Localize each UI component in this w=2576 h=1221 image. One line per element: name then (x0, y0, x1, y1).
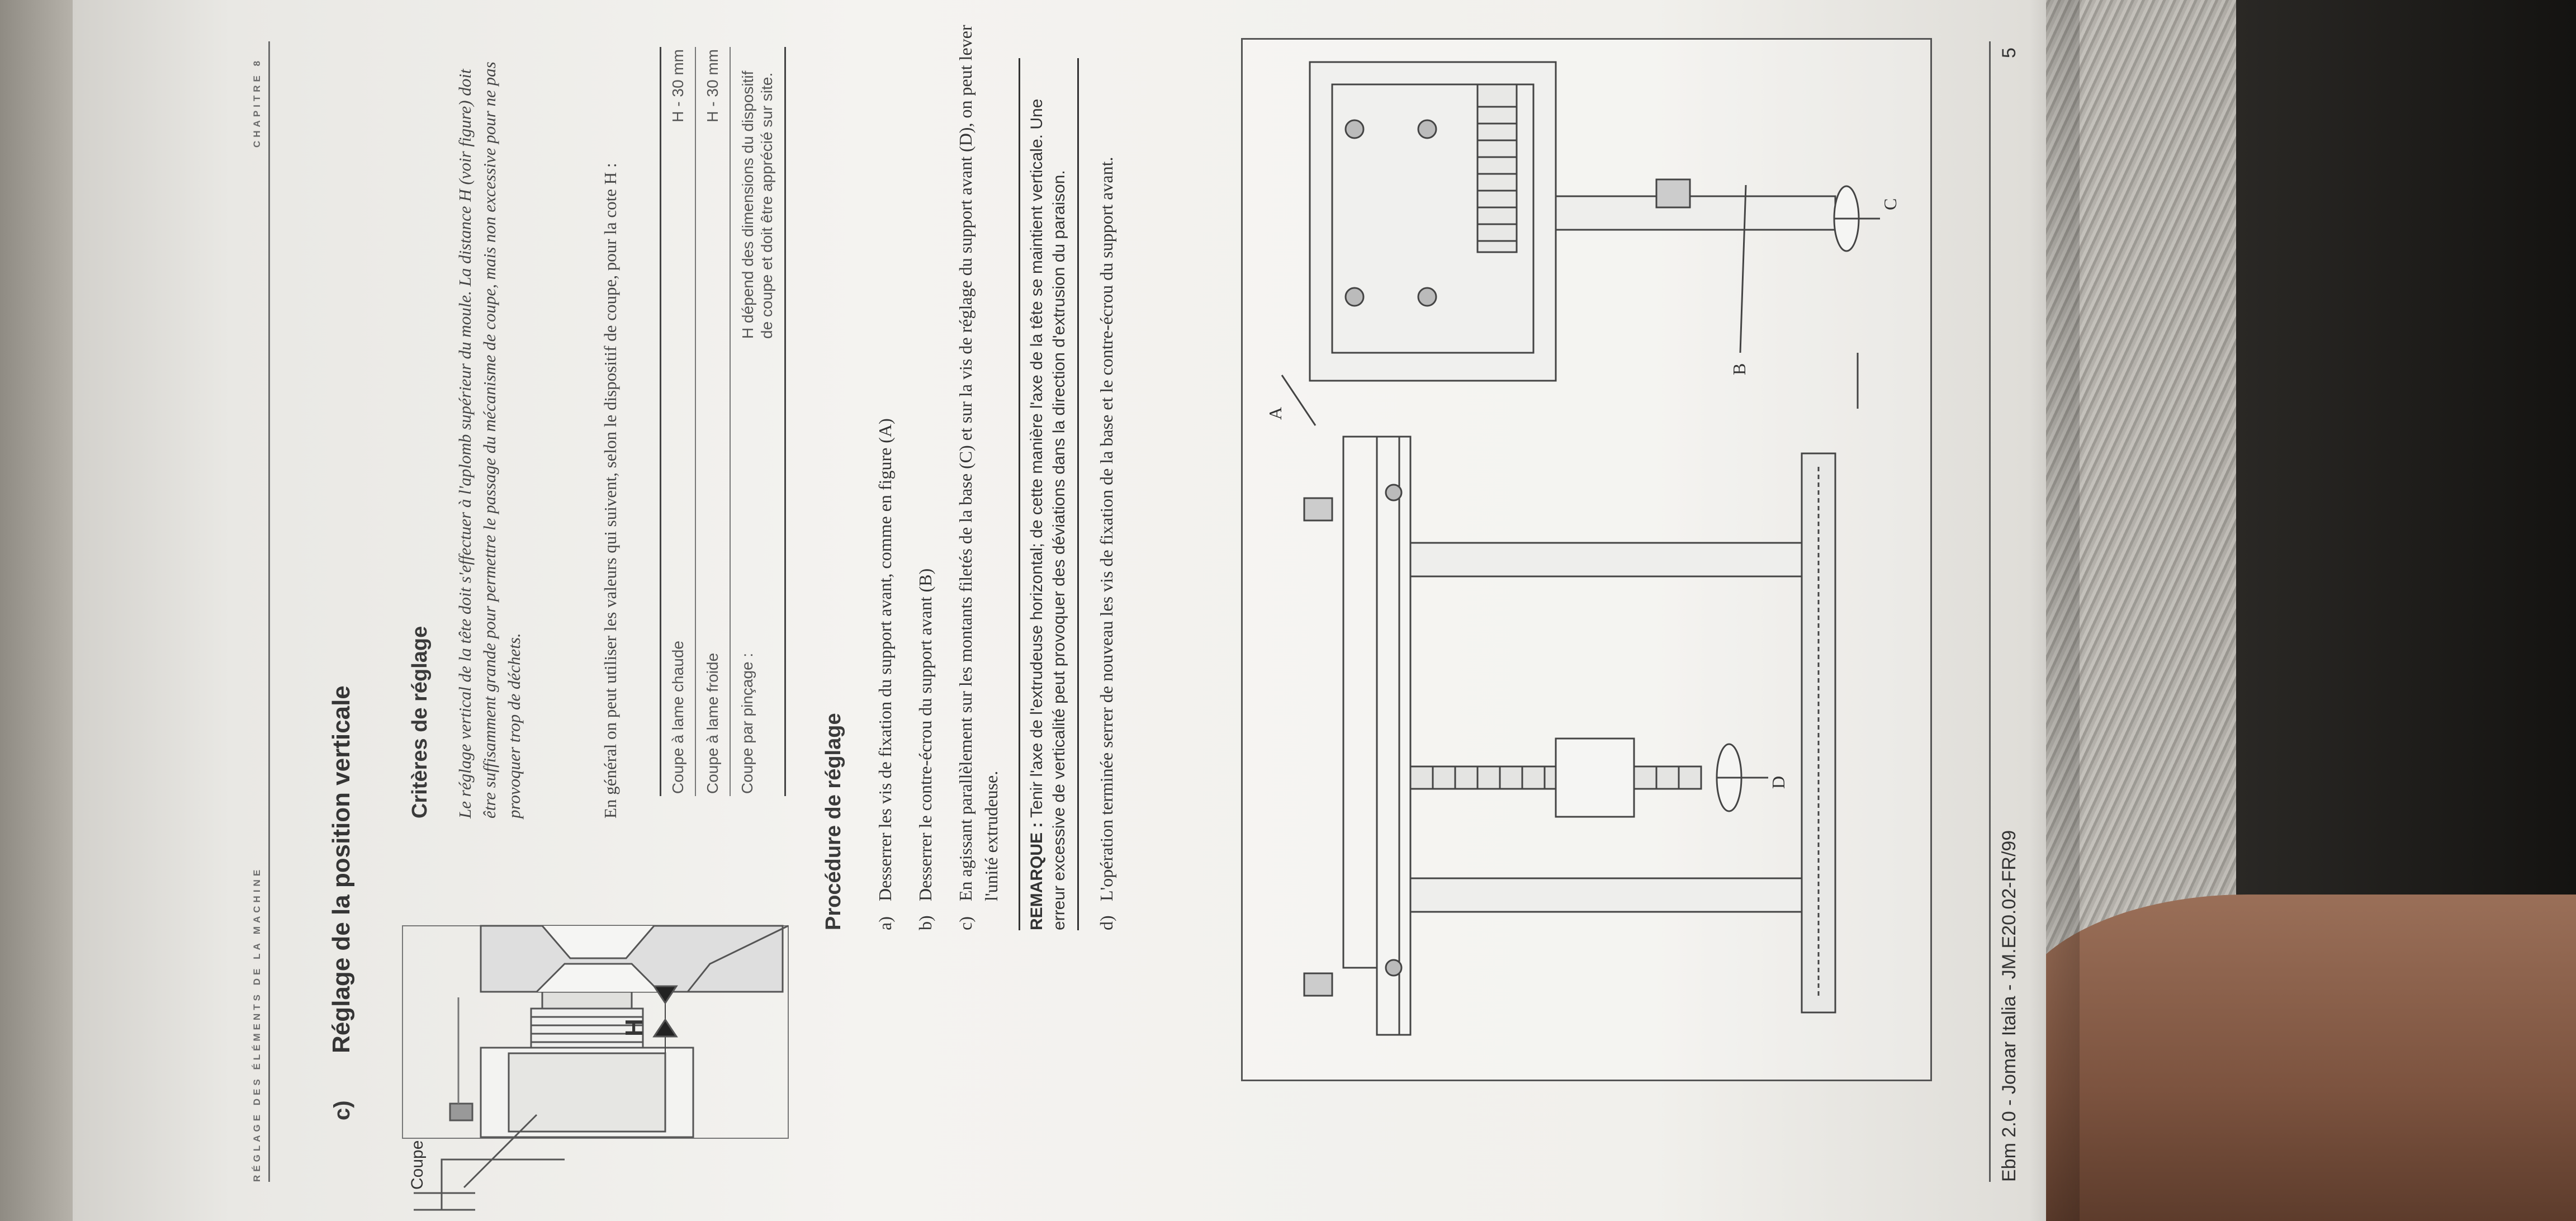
background-left (0, 0, 78, 1221)
procedure-step: d) L'opération terminée serrer de nouvea… (1096, 157, 1116, 930)
procedure-steps: a) Desserrer les vis de fixation du supp… (872, 25, 1134, 930)
criteria-table: Coupe à lame chaude H - 30 mm Coupe à la… (660, 47, 786, 796)
background-arm (2012, 895, 2576, 1221)
footer-rule (1989, 41, 1991, 1182)
rotated-sheet: RÉGLAGE DES ÉLÉMENTS DE LA MACHINE CHAPI… (196, 0, 2068, 1221)
background-dark-area (2236, 0, 2576, 995)
procedure-step: c) En agissant parallèlement sur les mon… (955, 25, 1001, 930)
footer-reference: Ebm 2.0 - Jomar Italia - JM.E20.02-FR/99 (1999, 830, 2020, 1182)
figure-mould-diagram: Coupe H (397, 919, 799, 1221)
figure-machine: D C B A (1241, 38, 1932, 1081)
background-rug (2012, 0, 2247, 978)
page-number: 5 (1999, 48, 2020, 58)
label-h: H (621, 1019, 648, 1037)
running-head: RÉGLAGE DES ÉLÉMENTS DE LA MACHINE (252, 866, 262, 1182)
label-d: D (1768, 775, 1788, 789)
criteria-paragraph: Le réglage vertical de la tête doit s'ef… (455, 61, 524, 818)
label-c: C (1880, 198, 1900, 210)
label-a: A (1265, 406, 1285, 420)
document-page: RÉGLAGE DES ÉLÉMENTS DE LA MACHINE CHAPI… (73, 0, 2080, 1221)
procedure-title: Procédure de réglage (822, 713, 845, 930)
criteria-title: Critères de réglage (408, 626, 432, 818)
remark-box: REMARQUE : Tenir l'axe de l'extrudeuse h… (1019, 58, 1079, 930)
criteria-row: Coupe par pinçage : H dépend des dimensi… (738, 70, 775, 794)
machine-diagram-svg (1281, 61, 1880, 1036)
remark-text: Tenir l'axe de l'extrudeuse horizontal; … (1027, 98, 1068, 930)
section-letter: c) (330, 1100, 354, 1120)
mould-diagram-svg (402, 925, 789, 1211)
criteria-row: Coupe à lame froide H - 30 mm (696, 47, 731, 796)
header-rule (268, 41, 270, 1182)
label-b: B (1729, 363, 1749, 375)
chapter-label: CHAPITRE 8 (252, 57, 262, 148)
criteria-row: Coupe à lame chaude H - 30 mm (661, 47, 696, 796)
procedure-step: a) Desserrer les vis de fixation du supp… (875, 418, 895, 930)
remark-label: REMARQUE : (1027, 822, 1046, 930)
criteria-intro: En général on peut utiliser les valeurs … (600, 163, 620, 818)
label-coupe: Coupe (408, 1140, 427, 1190)
procedure-step: b) Desserrer le contre-écrou du support … (915, 568, 935, 930)
section-title: Réglage de la position verticale (328, 685, 355, 1053)
